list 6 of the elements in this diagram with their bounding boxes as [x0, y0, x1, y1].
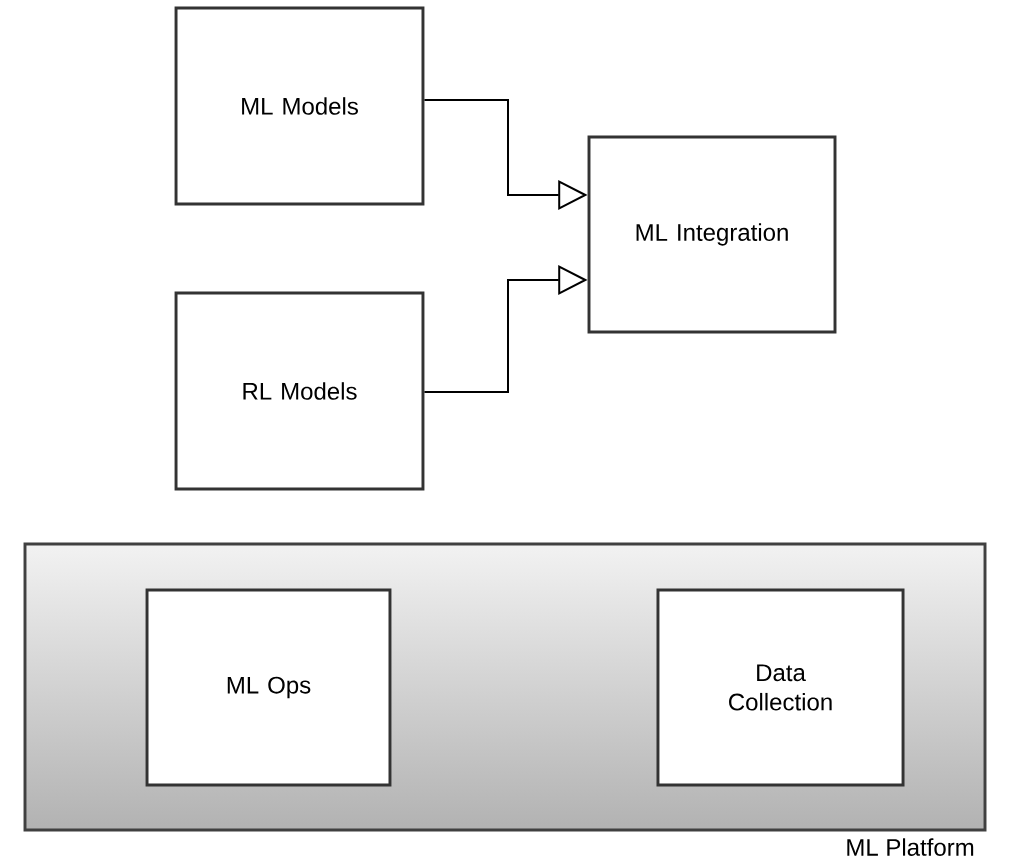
process-box: Data Collection [656, 588, 905, 787]
process-box: ML Integration [587, 135, 837, 334]
process-box: ML Ops [145, 588, 392, 787]
process-box: ML Models [174, 6, 425, 206]
container-label: ML Platform [847, 838, 974, 856]
process-box: RL Models [174, 291, 425, 491]
